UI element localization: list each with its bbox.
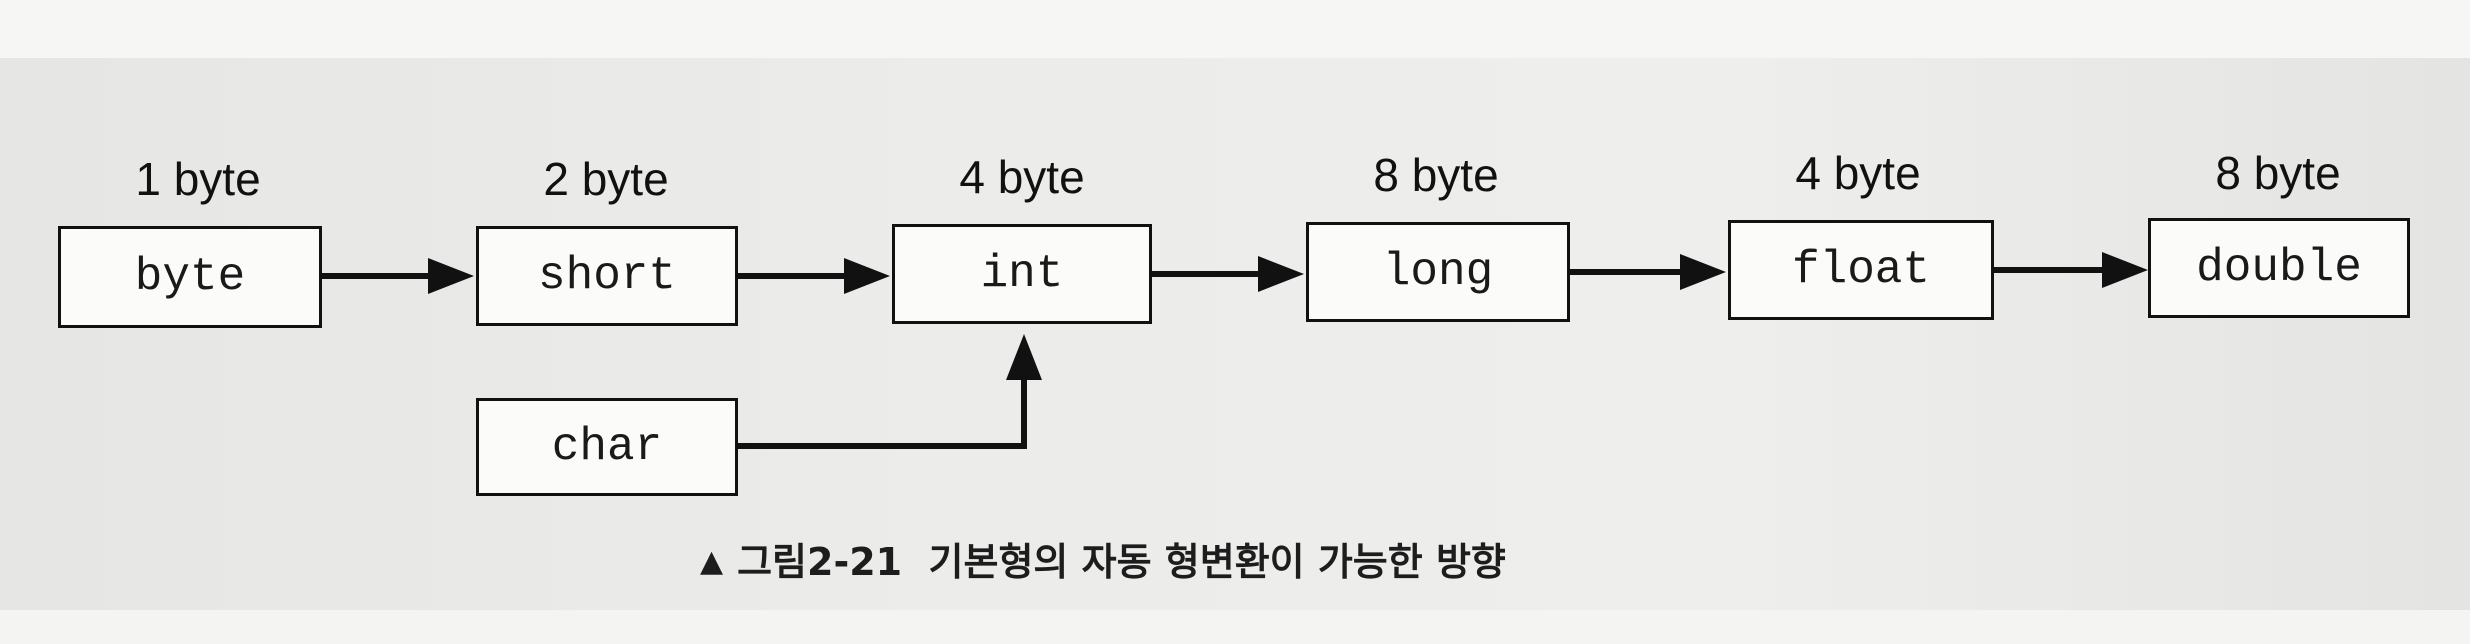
edge-byte-short [322,258,474,294]
triangle-icon: ▲ [700,544,724,579]
caption-text: 그림2-21 기본형의 자동 형변환이 가능한 방향 [737,540,1506,584]
edge-int-long [1152,256,1304,292]
node-short: short [476,226,738,326]
size-label-short: 2 byte [543,153,669,205]
size-label-int: 4 byte [959,151,1085,203]
node-long: long [1306,222,1570,322]
size-label-double: 8 byte [2215,147,2341,199]
page-margin-bottom [0,610,2470,644]
edge-char-int [738,334,1042,449]
size-label-byte: 1 byte [135,153,261,205]
edge-float-double [1994,252,2148,288]
edge-long-float [1570,254,1726,290]
node-int: int [892,224,1152,324]
figure-caption: ▲ 그림2-21 기본형의 자동 형변환이 가능한 방향 [700,538,1506,586]
node-float: float [1728,220,1994,320]
node-double: double [2148,218,2410,318]
node-char: char [476,398,738,496]
node-byte: byte [58,226,322,328]
size-label-long: 8 byte [1373,149,1499,201]
size-label-float: 4 byte [1795,147,1921,199]
edge-short-int [738,258,890,294]
page-margin-top [0,0,2470,58]
